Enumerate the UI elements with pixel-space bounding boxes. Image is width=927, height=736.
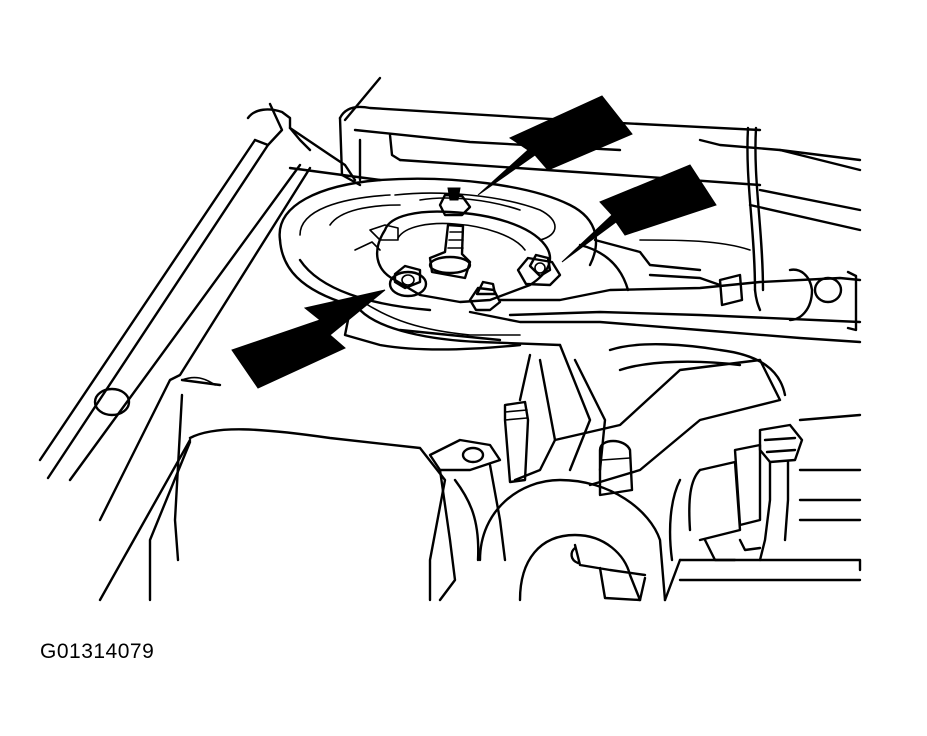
strut-tower bbox=[278, 177, 598, 351]
arrow-right-nut bbox=[561, 164, 717, 263]
callout-arrows bbox=[231, 95, 717, 389]
figure-id-label: G01314079 bbox=[40, 640, 155, 663]
arrow-left-nut bbox=[231, 289, 386, 389]
strut-brace-bar bbox=[468, 238, 862, 344]
left-body-panel bbox=[38, 102, 447, 602]
lower-engine-components bbox=[398, 328, 862, 602]
right-cable bbox=[746, 126, 765, 312]
arrow-top-nut bbox=[477, 95, 633, 196]
